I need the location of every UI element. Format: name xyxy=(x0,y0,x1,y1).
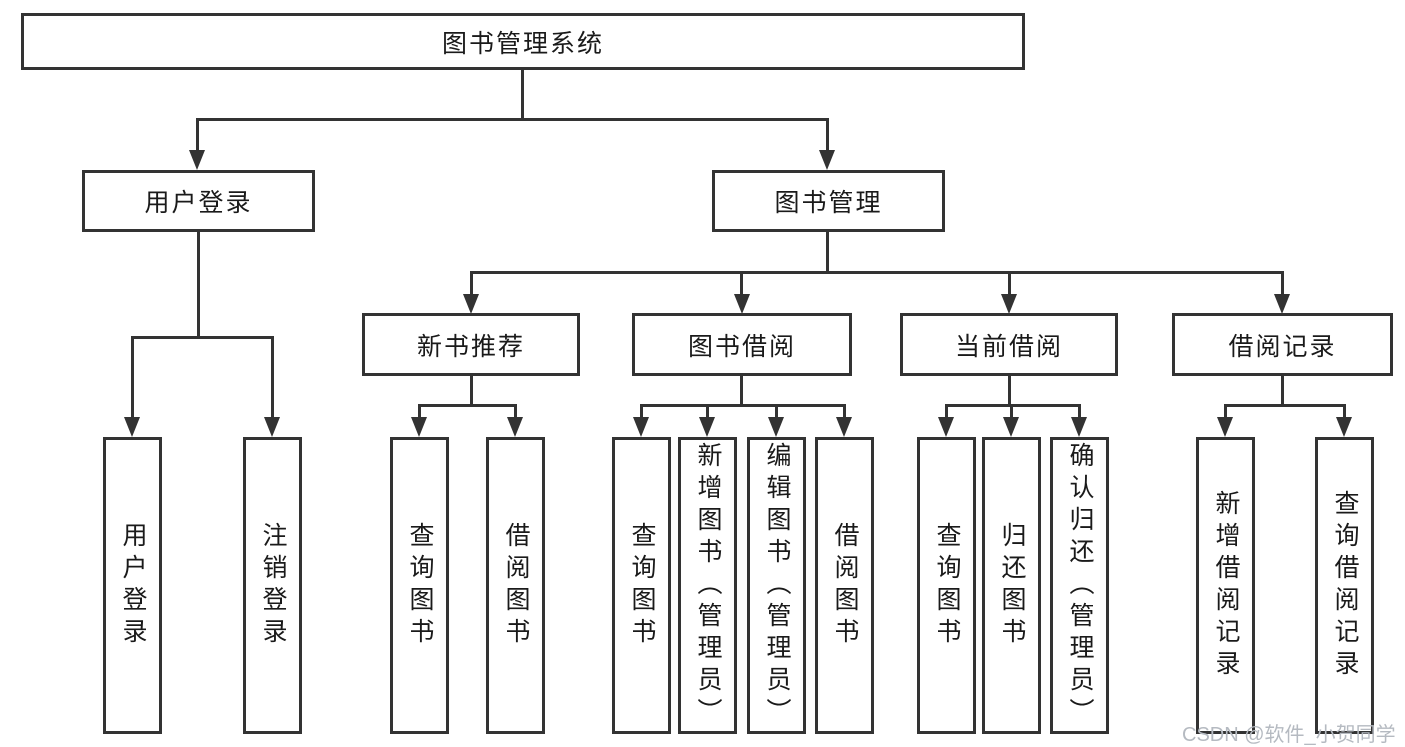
leaf-current-confirm-admin-label: 确认归还（管理员） xyxy=(1066,441,1094,730)
connector-stem-borrow-borrow xyxy=(843,404,846,417)
leaf-newbook-borrow-label: 借阅图书 xyxy=(502,521,530,650)
leaf-user-login-label: 用户登录 xyxy=(119,521,147,650)
leaf-logout: 注销登录 xyxy=(243,437,302,734)
connector-stem-user-login xyxy=(196,118,199,150)
leaf-borrow-query-label: 查询图书 xyxy=(628,521,656,650)
connector-stem-logout xyxy=(271,336,274,417)
connector-bookmgmt-trunk xyxy=(826,232,829,271)
connector-borrow-rail xyxy=(640,404,846,407)
node-current-label: 当前借阅 xyxy=(954,332,1063,361)
arrowhead-newbook-borrow xyxy=(507,417,523,437)
connector-stem-newbook xyxy=(470,271,473,294)
connector-stem-borrow-add xyxy=(706,404,709,417)
arrowhead-newbook xyxy=(463,294,479,314)
connector-root-rail xyxy=(197,118,829,121)
connector-userlogin-trunk xyxy=(197,232,200,336)
connector-stem-newbook-query xyxy=(418,404,421,417)
arrowhead-borrow xyxy=(734,294,750,314)
leaf-newbook-query: 查询图书 xyxy=(390,437,449,734)
node-new-book: 新书推荐 xyxy=(362,313,580,376)
leaf-borrow-edit-admin: 编辑图书（管理员） xyxy=(747,437,806,734)
arrowhead-borrow-query xyxy=(633,417,649,437)
connector-stem-book-mgmt xyxy=(826,118,829,150)
connector-level3-rail xyxy=(471,271,1284,274)
leaf-borrow-borrow: 借阅图书 xyxy=(815,437,874,734)
connector-borrow-trunk xyxy=(740,376,743,404)
node-current: 当前借阅 xyxy=(900,313,1118,376)
connector-stem-current xyxy=(1008,271,1011,294)
connector-stem-current-query xyxy=(945,404,948,417)
arrowhead-current-return xyxy=(1003,417,1019,437)
leaf-records-query: 查询借阅记录 xyxy=(1315,437,1374,734)
node-book-mgmt: 图书管理 xyxy=(712,170,945,232)
connector-newbook-trunk xyxy=(470,376,473,404)
connector-stem-borrow-query xyxy=(640,404,643,417)
leaf-logout-label: 注销登录 xyxy=(259,521,287,650)
node-records: 借阅记录 xyxy=(1172,313,1393,376)
connector-root-trunk xyxy=(521,70,524,118)
connector-stem-records-add xyxy=(1224,404,1227,417)
arrowhead-user-login xyxy=(189,150,205,170)
leaf-newbook-borrow: 借阅图书 xyxy=(486,437,545,734)
connector-stem-login xyxy=(131,336,134,417)
leaf-current-return-label: 归还图书 xyxy=(998,521,1026,650)
arrowhead-borrow-add xyxy=(699,417,715,437)
leaf-borrow-add-admin-label: 新增图书（管理员） xyxy=(694,441,722,730)
connector-stem-records-query xyxy=(1343,404,1346,417)
arrowhead-book-mgmt xyxy=(819,150,835,170)
arrowhead-borrow-edit xyxy=(768,417,784,437)
connector-stem-borrow-edit xyxy=(775,404,778,417)
arrowhead-records-query xyxy=(1336,417,1352,437)
node-user-login-label: 用户登录 xyxy=(144,189,253,217)
leaf-records-add-label: 新增借阅记录 xyxy=(1212,489,1240,682)
node-root-system: 图书管理系统 xyxy=(21,13,1025,70)
node-book-mgmt-label: 图书管理 xyxy=(774,189,883,217)
arrowhead-current-query xyxy=(938,417,954,437)
node-new-book-label: 新书推荐 xyxy=(416,332,525,361)
leaf-newbook-query-label: 查询图书 xyxy=(406,521,434,650)
connector-newbook-rail xyxy=(418,404,517,407)
arrowhead-current xyxy=(1001,294,1017,314)
connector-stem-newbook-borrow xyxy=(514,404,517,417)
node-records-label: 借阅记录 xyxy=(1228,332,1337,361)
leaf-borrow-query: 查询图书 xyxy=(612,437,671,734)
leaf-current-query: 查询图书 xyxy=(917,437,976,734)
leaf-user-login: 用户登录 xyxy=(103,437,162,734)
connector-records-trunk xyxy=(1281,376,1284,404)
connector-stem-borrow xyxy=(740,271,743,294)
node-user-login: 用户登录 xyxy=(82,170,315,232)
node-root-label: 图书管理系统 xyxy=(441,29,604,58)
leaf-current-query-label: 查询图书 xyxy=(933,521,961,650)
connector-stem-current-confirm xyxy=(1078,404,1081,417)
connector-records-rail xyxy=(1224,404,1346,407)
node-borrow: 图书借阅 xyxy=(632,313,852,376)
arrowhead-newbook-query xyxy=(411,417,427,437)
arrowhead-current-confirm xyxy=(1071,417,1087,437)
arrowhead-records-add xyxy=(1217,417,1233,437)
arrowhead-borrow-borrow xyxy=(836,417,852,437)
leaf-current-confirm-admin: 确认归还（管理员） xyxy=(1050,437,1109,734)
arrowhead-logout xyxy=(264,417,280,437)
csdn-watermark: CSDN @软件_小贺同学 xyxy=(1182,724,1396,746)
leaf-records-add: 新增借阅记录 xyxy=(1196,437,1255,734)
connector-current-rail xyxy=(945,404,1081,407)
leaf-records-query-label: 查询借阅记录 xyxy=(1331,489,1359,682)
arrowhead-records xyxy=(1274,294,1290,314)
leaf-borrow-edit-admin-label: 编辑图书（管理员） xyxy=(763,441,791,730)
connector-current-trunk xyxy=(1008,376,1011,404)
connector-stem-current-return xyxy=(1010,404,1013,417)
leaf-borrow-borrow-label: 借阅图书 xyxy=(831,521,859,650)
connector-stem-records xyxy=(1281,271,1284,294)
leaf-current-return: 归还图书 xyxy=(982,437,1041,734)
node-borrow-label: 图书借阅 xyxy=(687,332,796,361)
leaf-borrow-add-admin: 新增图书（管理员） xyxy=(678,437,737,734)
connector-userlogin-rail xyxy=(131,336,274,339)
arrowhead-login xyxy=(124,417,140,437)
